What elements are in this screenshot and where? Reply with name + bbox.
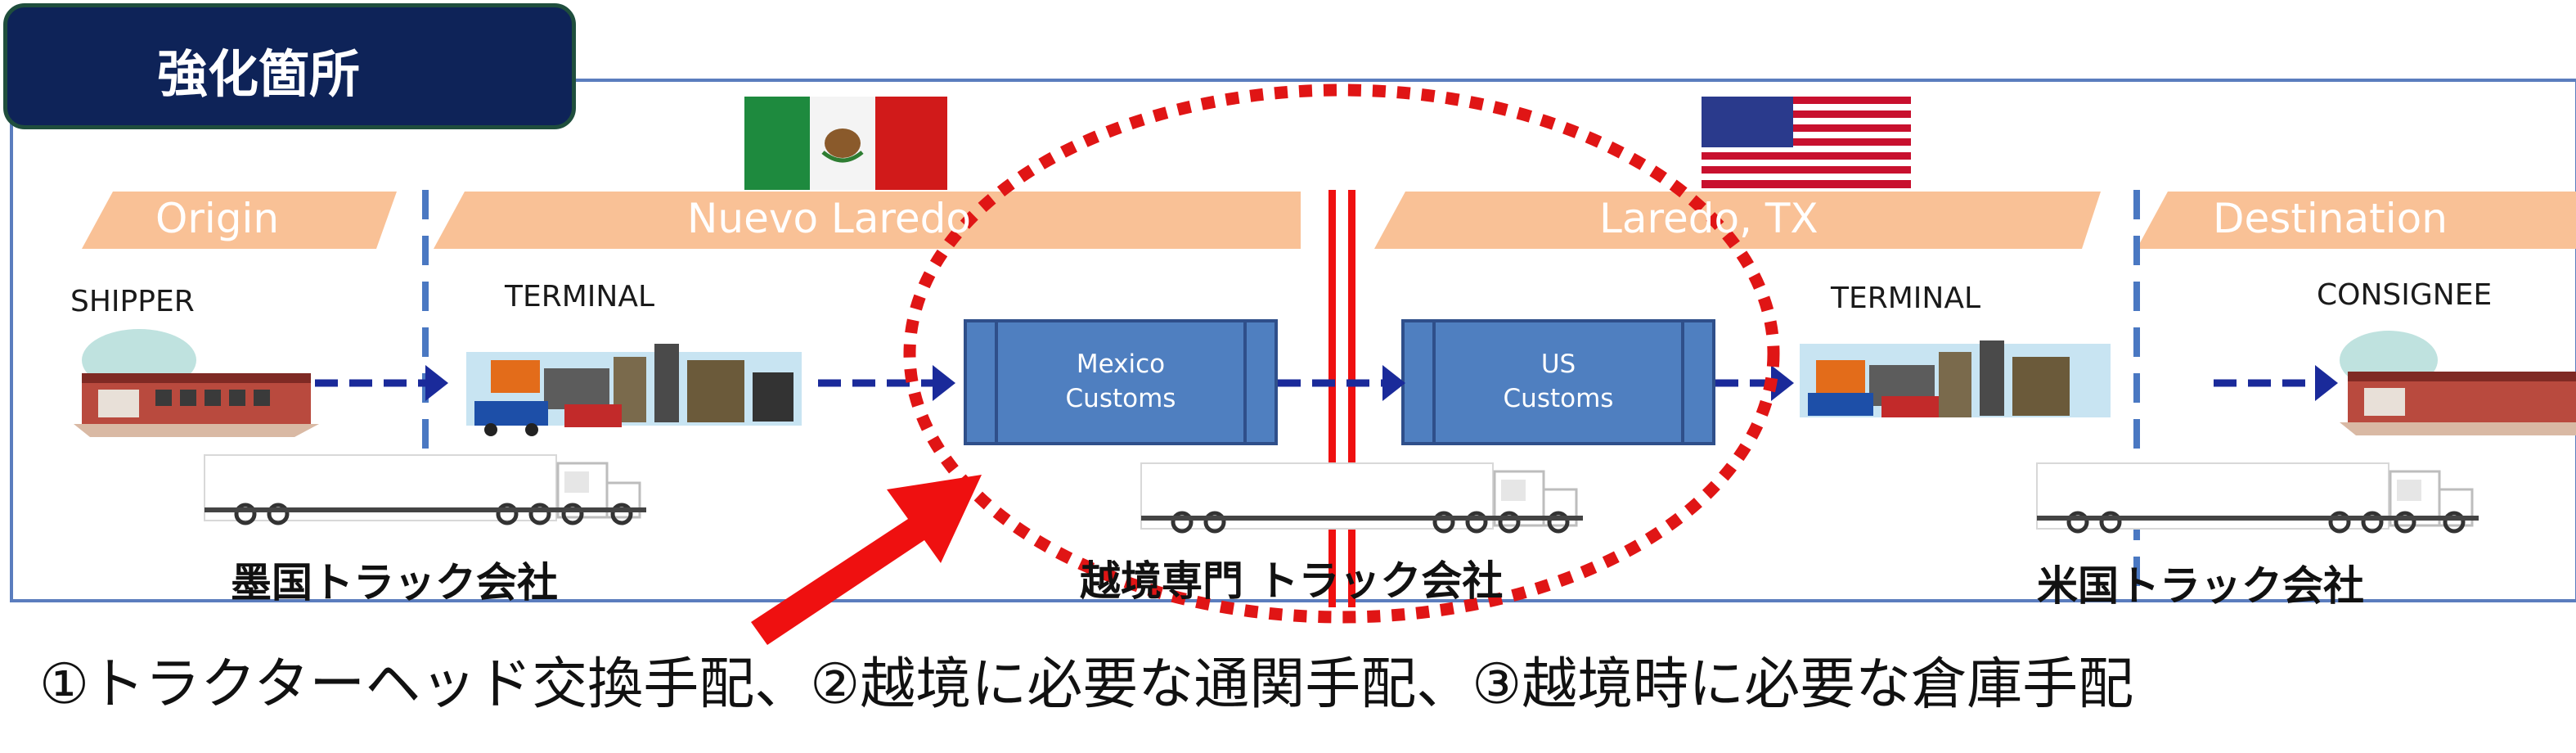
company-border: 越境専門 トラック会社 [1080, 557, 1504, 605]
band-destination-shape [2137, 192, 2576, 249]
arrow-heads [425, 365, 2338, 401]
us-customs-label: US Customs [1434, 347, 1683, 416]
role-terminal-mx: TERMINAL [505, 280, 655, 313]
truck-border-icon [1140, 462, 1583, 534]
role-terminal-us: TERMINAL [1831, 282, 1981, 315]
company-mexico: 墨国トラック会社 [231, 559, 558, 606]
us-flag-icon [1702, 97, 1911, 188]
highlight-badge [3, 3, 576, 129]
mexico-customs-line1: Mexico [1076, 349, 1166, 379]
terminal-mx-icon [466, 344, 802, 436]
truck-us-icon [2036, 462, 2479, 534]
mexico-customs-box [964, 319, 1278, 445]
terminal-us-icon [1800, 340, 2111, 417]
border-line-right [1348, 190, 1355, 607]
band-origin-shape [82, 192, 397, 249]
truck-mexico-icon [204, 454, 646, 525]
band-laredo-shape [1374, 192, 2101, 249]
border-line-left [1328, 190, 1336, 607]
us-customs-line2: Customs [1503, 384, 1614, 413]
consignee-building-icon [2340, 331, 2576, 435]
band-label-nuevo-laredo: Nuevo Laredo [687, 195, 971, 242]
band-label-laredo-tx: Laredo, TX [1599, 195, 1818, 242]
mexico-customs-label: Mexico Customs [996, 347, 1245, 416]
band-label-origin: Origin [155, 195, 280, 242]
us-customs-line1: US [1540, 349, 1576, 379]
role-shipper: SHIPPER [70, 285, 195, 318]
highlight-circle [903, 83, 1780, 624]
role-consignee: CONSIGNEE [2317, 278, 2493, 312]
mexico-flag-icon [744, 97, 947, 190]
shipper-building-icon [74, 329, 319, 437]
red-pointer-arrow [751, 475, 982, 645]
badge-label: 強化箇所 [157, 44, 361, 104]
mexico-customs-line2: Customs [1065, 384, 1176, 413]
band-label-destination: Destination [2213, 195, 2448, 242]
caption-text: ①トラクターヘッド交換手配、②越境に必要な通関手配、③越境時に必要な倉庫手配 [39, 652, 2134, 717]
band-nuevo-laredo-shape [434, 192, 1301, 249]
company-us: 米国トラック会社 [2037, 562, 2364, 610]
us-customs-box [1401, 319, 1715, 445]
